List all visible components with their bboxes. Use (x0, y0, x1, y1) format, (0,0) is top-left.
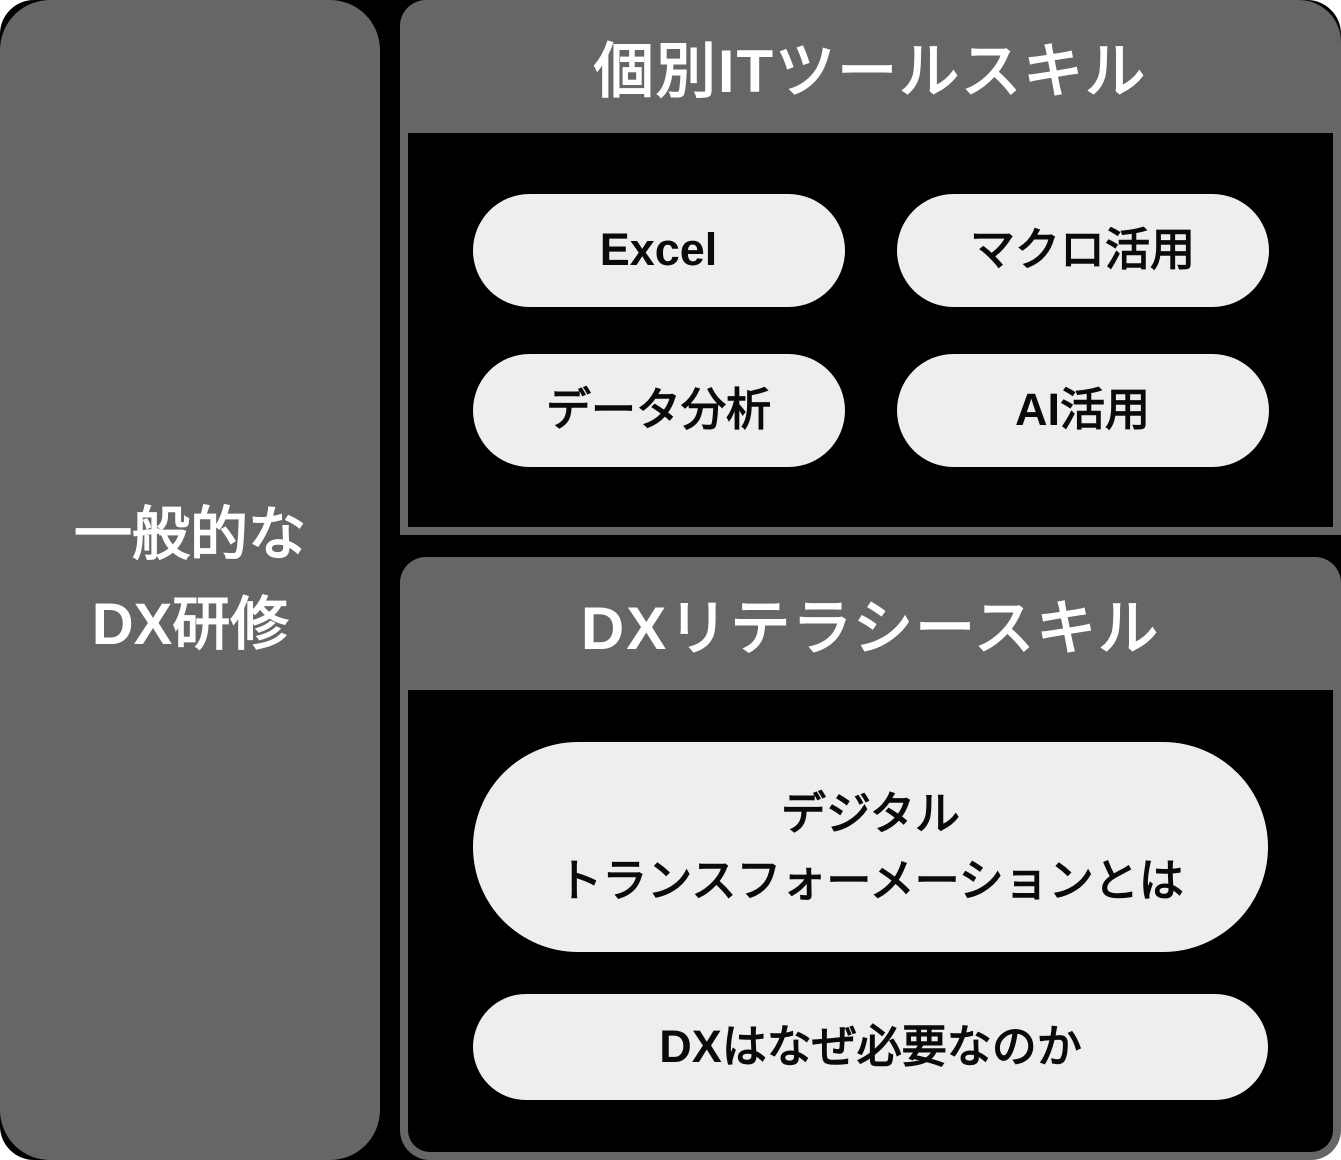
section-it-tool-skills-header: 個別ITツールスキル (400, 0, 1341, 133)
section-it-tool-skills-title: 個別ITツールスキル (593, 38, 1148, 105)
pill-data-analysis: データ分析 (472, 353, 845, 467)
sidebar-label-line-2: DX研修 (91, 592, 289, 657)
pill-macro: マクロ活用 (896, 193, 1269, 307)
pill-what-is-dx: デジタル トランスフォーメーションとは (473, 742, 1268, 952)
pill-ai-label: AI活用 (1014, 384, 1150, 436)
section-dx-literacy-title: DXリテラシースキル (580, 595, 1161, 662)
section-divider-gap (400, 535, 1341, 557)
skills-column: 個別ITツールスキル Excel マクロ活用 データ分析 AI活用 D (400, 0, 1341, 1160)
pill-macro-label: マクロ活用 (969, 224, 1195, 276)
pill-what-is-dx-line-2: トランスフォーメーションとは (557, 855, 1184, 906)
dx-literacy-panel: デジタル トランスフォーメーションとは DXはなぜ必要なのか (408, 690, 1333, 1152)
pill-why-dx-needed-label: DXはなぜ必要なのか (659, 1021, 1082, 1073)
sidebar-label-line-1: 一般的な (73, 502, 306, 568)
section-dx-literacy-skills: DXリテラシースキル デジタル トランスフォーメーションとは DXはなぜ必要なの… (400, 557, 1341, 1160)
pill-what-is-dx-line-1: デジタル (780, 787, 961, 839)
pill-excel-label: Excel (599, 224, 718, 276)
pill-ai: AI活用 (896, 353, 1269, 467)
sidebar-general-dx-training: 一般的な DX研修 (0, 0, 380, 1160)
pill-data-analysis-label: データ分析 (545, 384, 771, 436)
pill-why-dx-needed: DXはなぜ必要なのか (473, 994, 1268, 1100)
section-it-tool-skills: 個別ITツールスキル Excel マクロ活用 データ分析 AI活用 (400, 0, 1341, 535)
pill-excel: Excel (472, 193, 845, 307)
it-tool-skills-panel: Excel マクロ活用 データ分析 AI活用 (408, 133, 1333, 527)
section-dx-literacy-header: DXリテラシースキル (400, 557, 1341, 690)
